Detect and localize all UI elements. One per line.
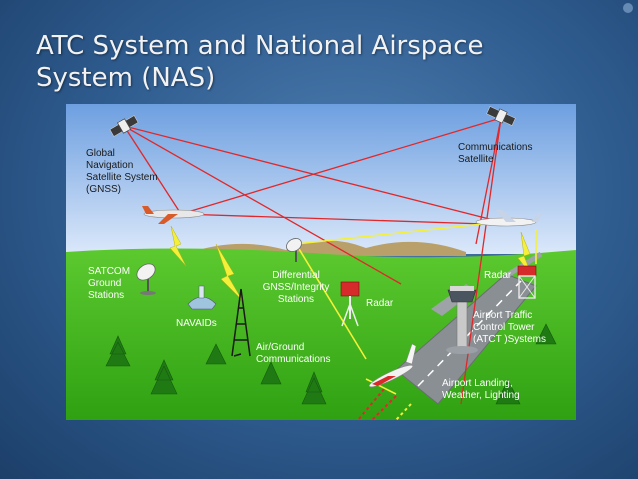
sky [66, 104, 576, 254]
label-radar-center: Radar [366, 298, 394, 309]
landing-plane-on-runway [405, 343, 417, 365]
airplane-left [142, 206, 205, 224]
slide-title-line-2: System (NAS) [36, 63, 216, 93]
label-gnss: Global Navigation Satellite System (GNSS… [86, 148, 158, 195]
slide-corner-dot [623, 3, 633, 13]
nas-diagram: Global Navigation Satellite System (GNSS… [66, 104, 576, 420]
label-satcom-ground-stations: SATCOM Ground Stations [88, 266, 131, 301]
runway-centerline [417, 280, 522, 387]
airplane-landing [368, 364, 414, 388]
differential-gnss-dish [286, 238, 302, 262]
airplane-right [475, 210, 542, 227]
radar-right [517, 265, 537, 299]
approach-lights [357, 388, 412, 420]
air-ground-radio-tower [231, 288, 251, 357]
label-radar-right: Radar [484, 270, 512, 281]
radar-center [340, 281, 360, 327]
satcom-dish [136, 263, 156, 295]
label-differential-gnss: Differential GNSS/Integrity Stations [262, 270, 330, 305]
control-tower [446, 286, 478, 354]
label-communications-satellite: Communications Satellite [458, 142, 533, 165]
communications-satellite [486, 106, 516, 126]
label-navaids: NAVAIDs [176, 318, 217, 329]
label-airport-landing: Airport Landing, Weather, Lighting [442, 378, 520, 401]
slide-title: ATC System and National Airspace System … [36, 30, 596, 94]
signal-lines-yellow [295, 221, 537, 395]
gnss-satellite [109, 115, 139, 137]
signal-lines-red [123, 117, 502, 405]
label-atct-systems: Airport Traffic Control Tower (ATCT )Sys… [473, 310, 546, 345]
slide-title-line-1: ATC System and National Airspace [36, 31, 484, 61]
trees [105, 323, 557, 405]
nas-illustration [66, 104, 576, 420]
navaid-station [187, 285, 217, 310]
label-air-ground-communications: Air/Ground Communications [256, 342, 331, 365]
